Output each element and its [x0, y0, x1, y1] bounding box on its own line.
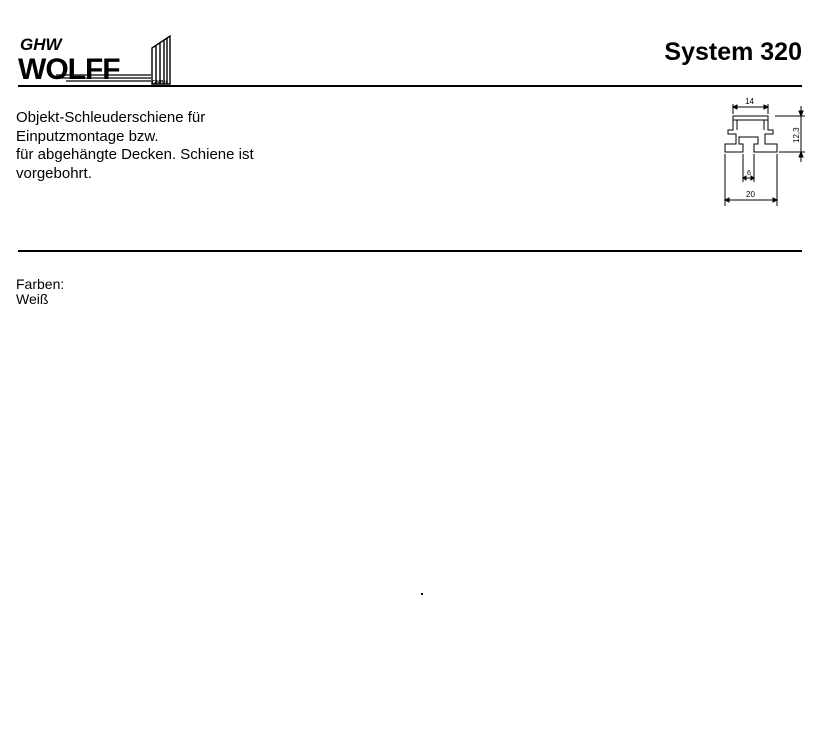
header-divider — [18, 85, 802, 87]
dimension-top-width: 14 — [745, 97, 754, 106]
stray-dot — [421, 593, 423, 595]
colors-value: Weiß — [16, 291, 49, 307]
dimension-inner-gap: 6 — [747, 170, 751, 177]
description-line: vorgebohrt. — [16, 164, 92, 182]
rail-profile-outline — [724, 115, 778, 153]
product-description: Objekt-Schleuderschiene für Einputzmonta… — [16, 109, 254, 183]
description-line: Einputzmontage bzw. — [16, 127, 159, 145]
colors-label: Farben: — [16, 276, 65, 292]
colors-section: Farben: Weiß — [16, 277, 64, 307]
section-divider — [18, 250, 802, 252]
logo-brand-suffix: GMBH — [152, 80, 168, 86]
dimension-height: 12,3 — [792, 127, 801, 143]
rail-profile-drawing: 14 12,3 6 20 — [723, 97, 805, 206]
page-title: System 320 — [664, 38, 802, 66]
dimension-bottom-width: 20 — [746, 190, 755, 199]
logo-brand-top: GHW — [20, 35, 64, 54]
logo-speed-lines — [56, 74, 151, 82]
logo-emblem-icon — [151, 34, 171, 85]
description-line: für abgehängte Decken. Schiene ist — [16, 146, 254, 163]
company-logo: GHW WOLFF GMBH — [18, 34, 171, 86]
description-line: Objekt-Schleuderschiene für — [16, 109, 206, 126]
